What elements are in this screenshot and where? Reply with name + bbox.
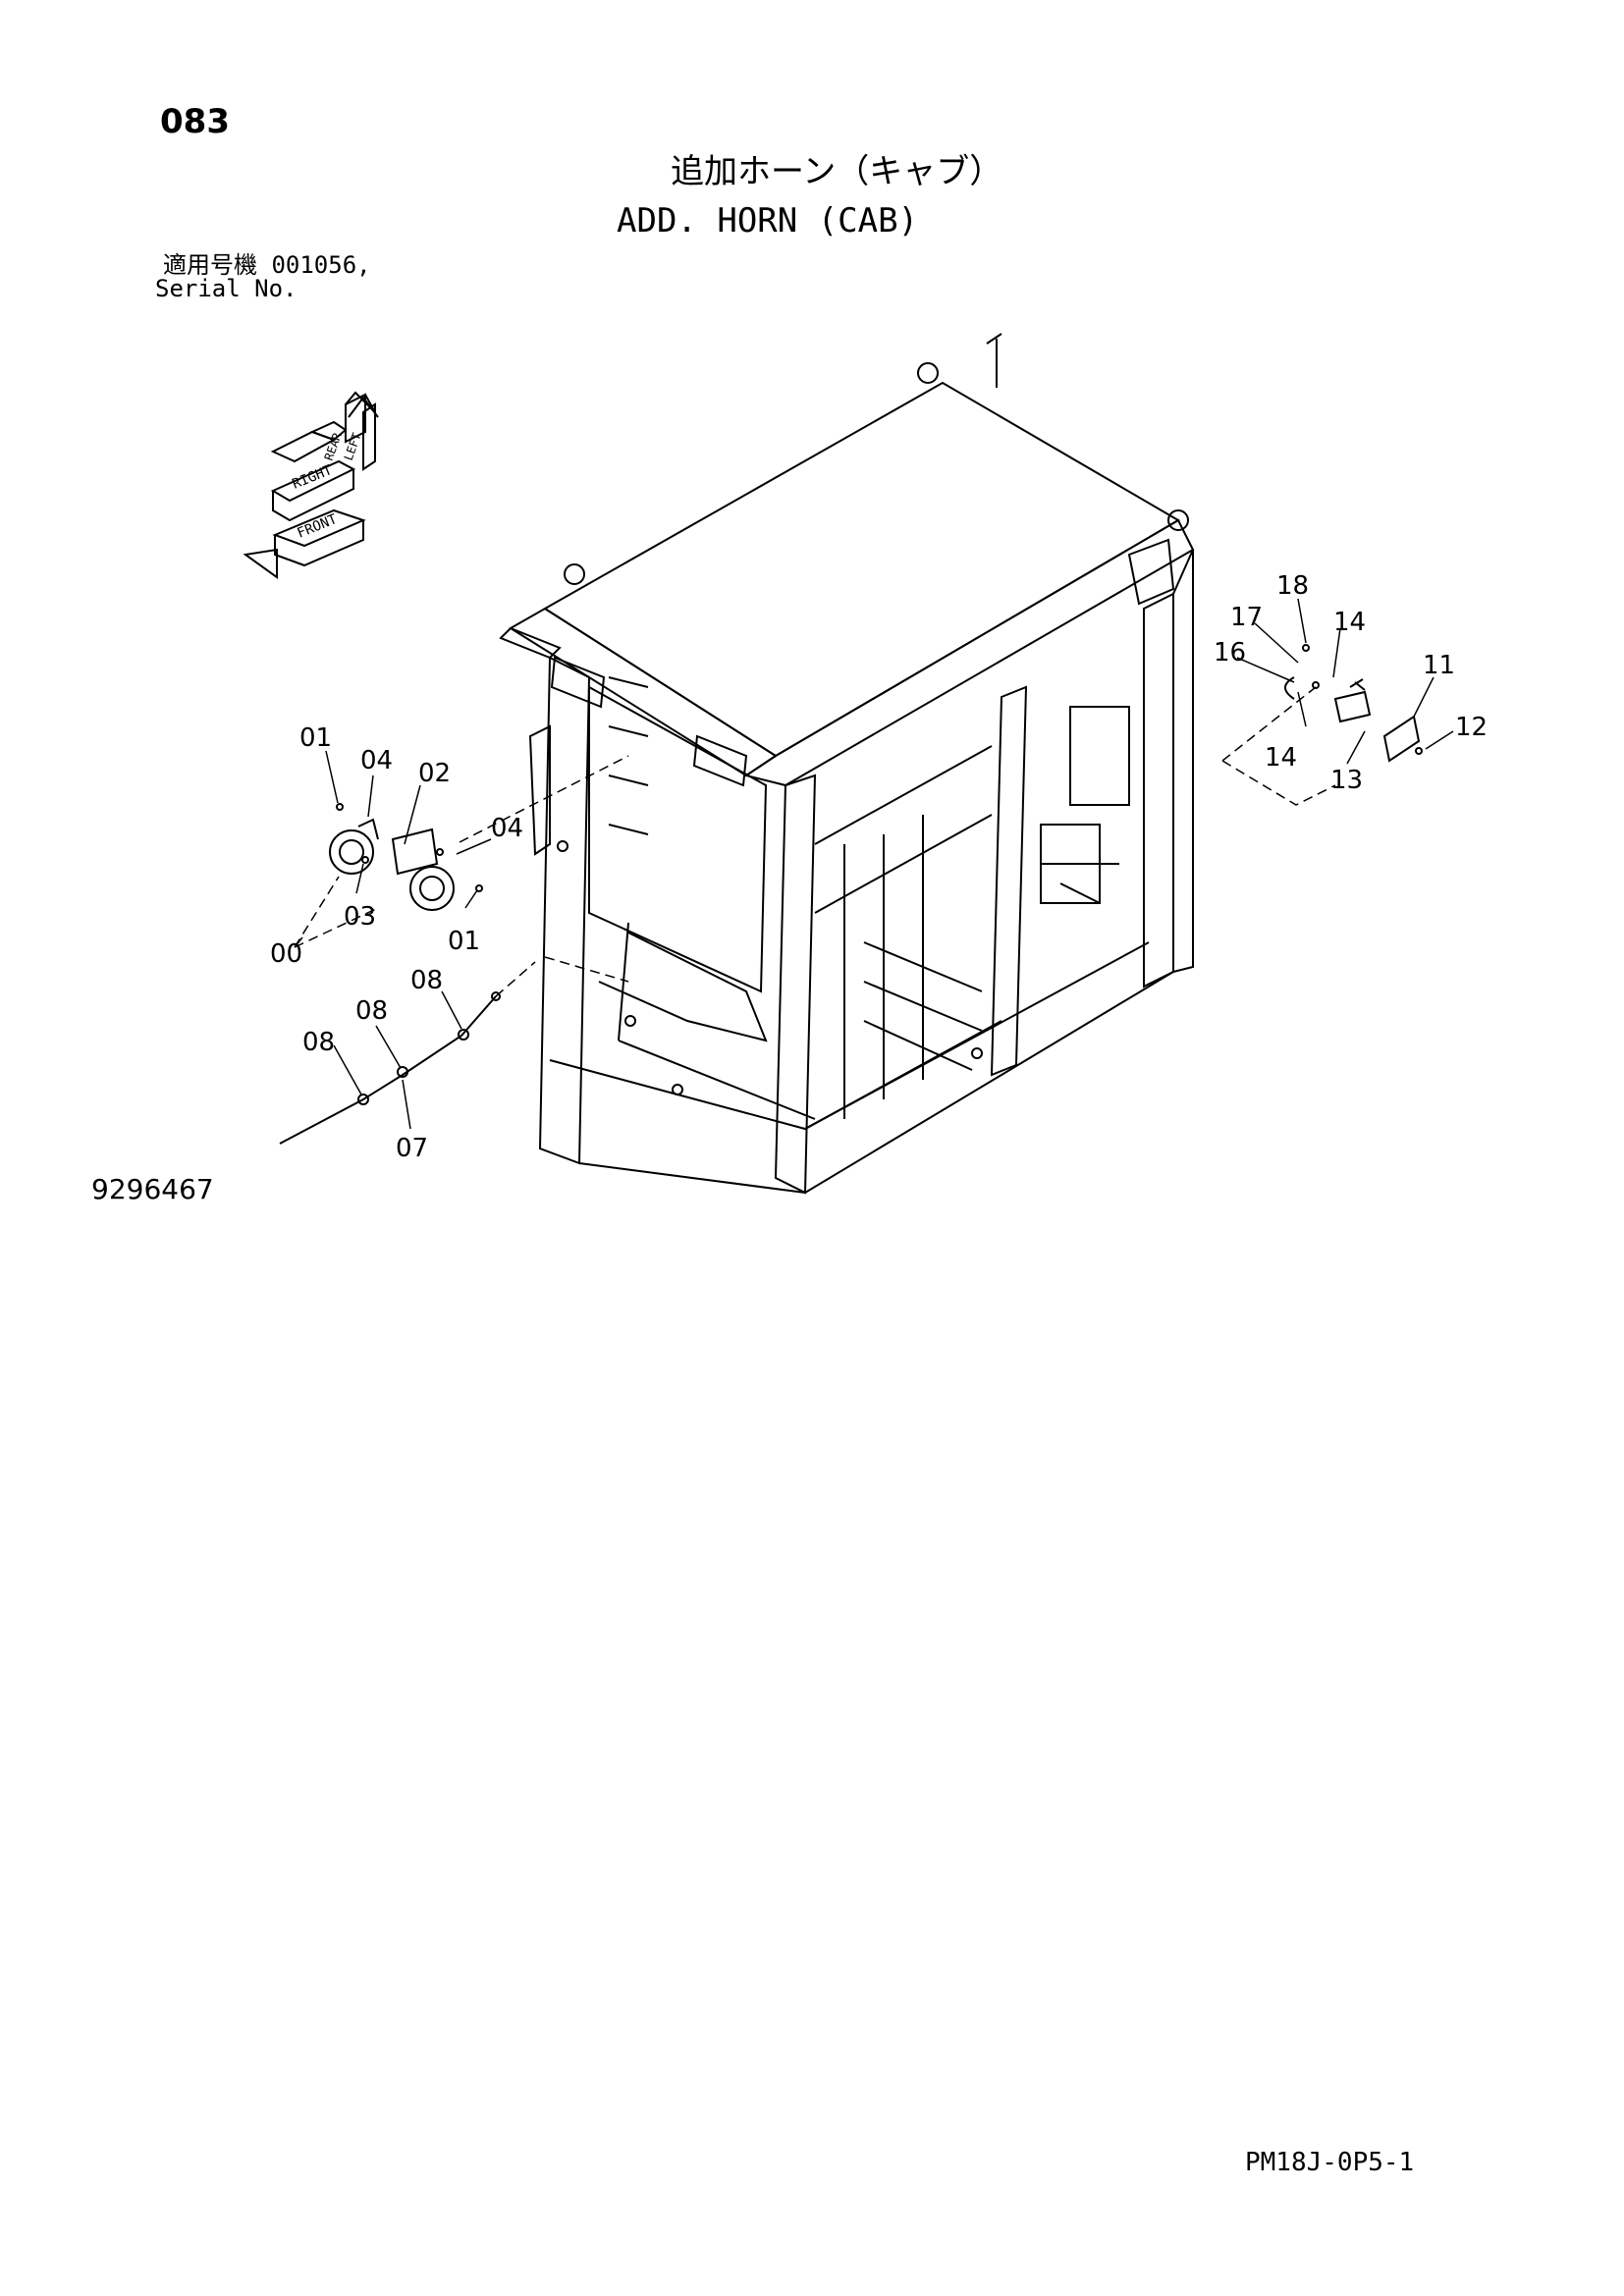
callout-13: 13	[1330, 766, 1363, 795]
callout-08-lower: 08	[302, 1028, 335, 1057]
wiring-harness	[279, 991, 501, 1145]
callout-01-top: 01	[299, 723, 332, 753]
orientation-label-right: RIGHT	[291, 462, 336, 493]
callout-12: 12	[1455, 713, 1488, 742]
callout-leaders	[294, 598, 1454, 1130]
callout-07: 07	[396, 1134, 428, 1163]
serial-range: 適用号機 001056,	[163, 251, 371, 279]
callout-04-right: 04	[491, 814, 523, 843]
callout-01-bottom: 01	[448, 927, 480, 956]
callout-03: 03	[344, 902, 376, 932]
callout-14-upper: 14	[1333, 608, 1366, 637]
callout-11: 11	[1423, 651, 1455, 680]
page-title-japanese: 追加ホーン（キャブ）	[671, 152, 1003, 191]
callout-00: 00	[270, 939, 302, 969]
callout-16: 16	[1214, 638, 1246, 667]
orientation-symbol: RIGHT FRONT LEFT REAR	[243, 391, 379, 579]
page-number: 083	[160, 102, 230, 141]
callout-04-left: 04	[360, 746, 393, 775]
horn-bracket-assembly	[1284, 644, 1423, 763]
callout-17: 17	[1230, 603, 1263, 632]
callout-14-lower: 14	[1265, 743, 1297, 773]
callout-02: 02	[418, 759, 451, 788]
orientation-label-front: FRONT	[296, 511, 341, 542]
callout-08-upper: 08	[410, 966, 443, 995]
callout-18: 18	[1276, 571, 1309, 601]
page-title: ADD. HORN (CAB)	[617, 201, 919, 240]
horn-assembly	[329, 803, 483, 911]
callout-08-middle: 08	[355, 996, 388, 1026]
serial-label: Serial No.	[155, 275, 298, 302]
cab-frame	[499, 333, 1195, 1195]
footer-code: PM18J-0P5-1	[1245, 2148, 1415, 2177]
drawing-number: 9296467	[91, 1173, 214, 1205]
